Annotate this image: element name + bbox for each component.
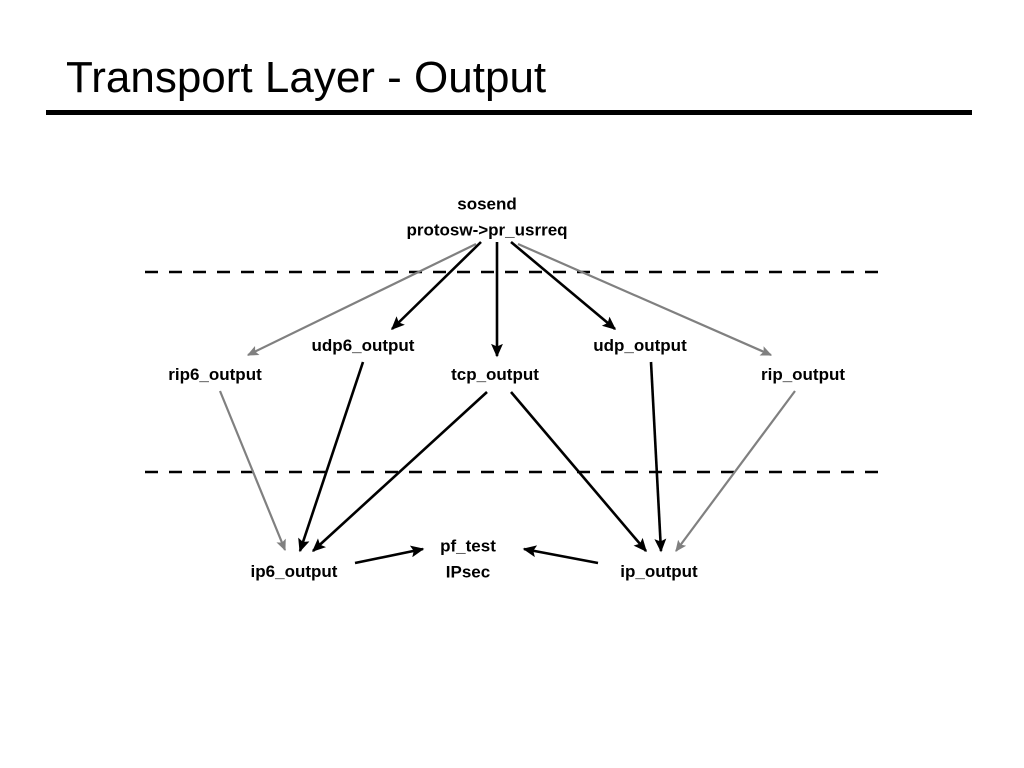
edges-group: [218, 241, 796, 565]
edge-ip_output-to-pf_test: [522, 545, 599, 565]
node-label-line: ip6_output: [250, 561, 338, 581]
node-udp6_output[interactable]: udp6_output: [312, 333, 415, 359]
edge-udp6_output-to-ip6_output: [298, 361, 365, 553]
node-label-line: pf_test: [440, 536, 496, 556]
edge-rip_output-to-ip_output: [675, 390, 796, 552]
node-label-line: sosend: [457, 194, 517, 214]
node-rip6_output[interactable]: rip6_output: [168, 362, 262, 388]
node-tcp_output[interactable]: tcp_output: [451, 362, 539, 388]
edge-sosend-to-udp6_output: [391, 241, 482, 330]
node-label-line: ip_output: [620, 561, 698, 581]
title-underline-rule: [46, 110, 972, 115]
node-rip_output[interactable]: rip_output: [761, 362, 845, 388]
page-title: Transport Layer - Output: [66, 53, 547, 102]
node-label-line: protosw->pr_usrreq: [406, 221, 568, 240]
edge-sosend-to-udp_output: [510, 241, 617, 330]
node-udp_output[interactable]: udp_output: [593, 333, 686, 359]
node-label-line: tcp_output: [451, 364, 539, 384]
node-label-line: udp6_output: [311, 335, 415, 355]
edge-tcp_output-to-ip6_output: [312, 391, 488, 552]
node-label-line: IPsec: [445, 563, 491, 582]
node-sosend[interactable]: sosend protosw->pr_usrreq: [406, 192, 567, 245]
edge-udp_output-to-ip_output: [649, 361, 667, 553]
node-label-line: rip_output: [760, 364, 846, 384]
node-ip_output[interactable]: ip_output: [620, 559, 697, 585]
edge-ip6_output-to-pf_test: [354, 545, 425, 565]
node-ip6_output[interactable]: ip6_output: [251, 559, 338, 585]
edge-rip6_output-to-ip6_output: [218, 390, 287, 552]
node-label-line: rip6_output: [168, 364, 262, 384]
node-label-line: udp_output: [593, 335, 687, 355]
edge-tcp_output-to-ip_output: [510, 391, 647, 553]
